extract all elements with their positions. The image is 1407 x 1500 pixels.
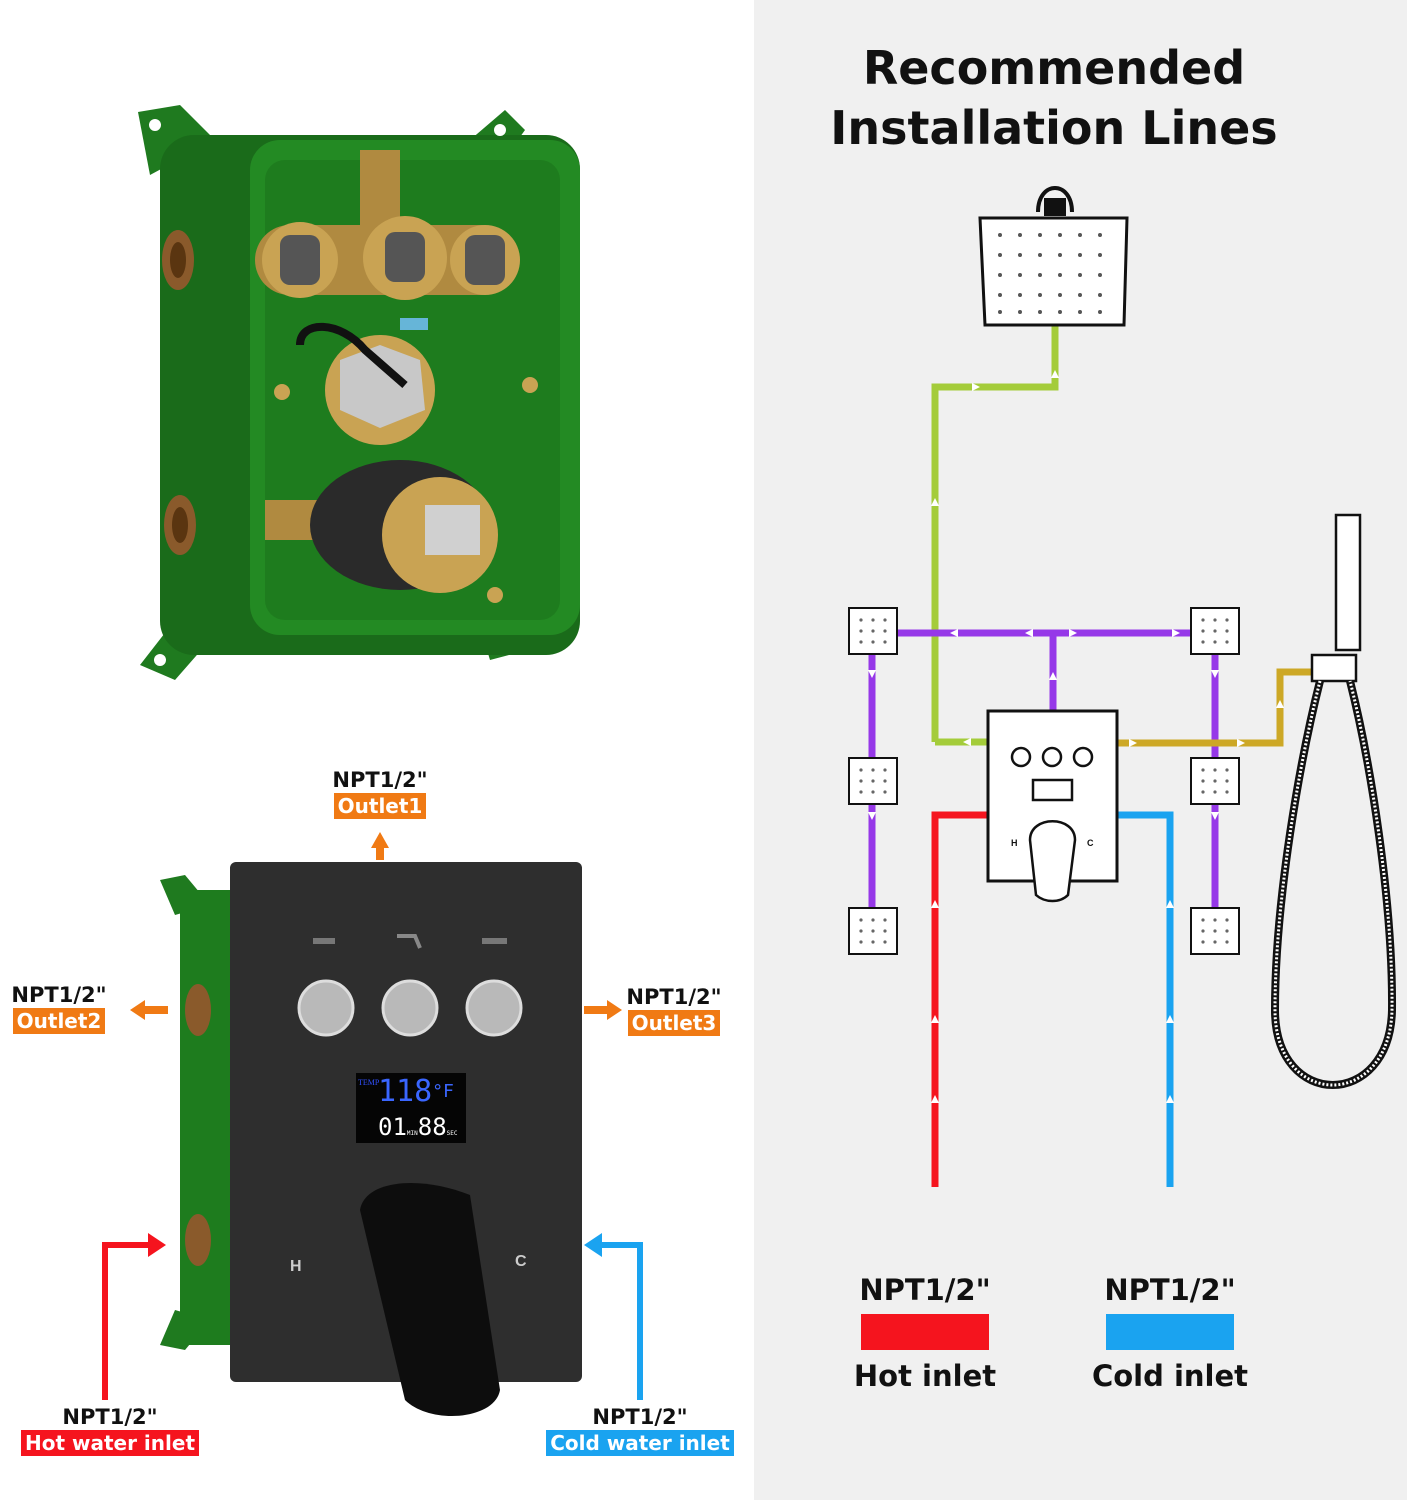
lcd-display: [356, 1073, 466, 1143]
outlet2-arrow: [130, 1000, 168, 1020]
knob-outlet1[interactable]: [381, 979, 439, 1037]
outlet2-tag: Outlet2: [12, 1008, 106, 1034]
display-time-sec: 88: [417, 1113, 447, 1141]
cold-water-arrow: [584, 1233, 602, 1257]
diagram-hot-mark: H: [1011, 838, 1018, 848]
hot-water-arrow: [148, 1233, 166, 1257]
mixer-handle[interactable]: [360, 1183, 500, 1417]
page-title: Recommended Installation Lines: [754, 38, 1354, 158]
knob-outlet3[interactable]: [465, 979, 523, 1037]
display-temperature-value: 118: [378, 1074, 433, 1109]
tub-spout-icon: [397, 934, 422, 949]
title-line2: Installation Lines: [830, 101, 1278, 155]
outlet1-arrow: [371, 832, 389, 860]
finished-valve: [102, 832, 643, 1417]
cold-inlet-tag: Cold water inlet: [546, 1430, 734, 1456]
legend-hot-label: Hot inlet: [853, 1359, 997, 1393]
title-line1: Recommended: [862, 41, 1246, 95]
hot-inlet-npt: NPT1/2": [62, 1405, 158, 1429]
outlet1-label: NPT1/2" Outlet1: [320, 767, 440, 819]
legend-cold: NPT1/2" Cold inlet: [1090, 1272, 1250, 1394]
legend-hot-npt: NPT1/2": [859, 1273, 991, 1307]
legend-cold-label: Cold inlet: [1091, 1359, 1249, 1393]
outlet1-npt: NPT1/2": [332, 768, 428, 792]
legend-cold-npt: NPT1/2": [1104, 1273, 1236, 1307]
legend-cold-swatch: [1106, 1314, 1234, 1350]
outlet1-tag: Outlet1: [333, 793, 427, 819]
display-temp-label: TEMP: [358, 1078, 380, 1087]
cold-water-line: [600, 1242, 643, 1400]
panel-hot-mark: H: [290, 1258, 302, 1275]
rain-shower-icon: [313, 938, 335, 944]
knob-outlet2[interactable]: [297, 979, 355, 1037]
hand-shower-icon: [482, 938, 507, 944]
legend-hot-swatch: [861, 1314, 989, 1350]
display-temperature-unit: °F: [432, 1081, 454, 1102]
hot-water-line: [102, 1242, 150, 1400]
outlet2-npt: NPT1/2": [11, 983, 107, 1007]
outlet3-tag: Outlet3: [627, 1010, 721, 1036]
panel-cold-mark: C: [515, 1253, 527, 1270]
display-time-min: 01: [378, 1113, 407, 1141]
outlet2-label: NPT1/2" Outlet2: [0, 982, 118, 1034]
hot-inlet-label: NPT1/2" Hot water inlet: [10, 1404, 210, 1456]
outlet3-label: NPT1/2" Outlet3: [614, 984, 734, 1036]
outlet3-npt: NPT1/2": [626, 985, 722, 1009]
display-sec-label: SEC: [446, 1130, 458, 1137]
valve-illustrations: [102, 105, 643, 1417]
cold-inlet-npt: NPT1/2": [592, 1405, 688, 1429]
cold-inlet-label: NPT1/2" Cold water inlet: [540, 1404, 740, 1456]
hot-inlet-tag: Hot water inlet: [21, 1430, 199, 1456]
legend-hot: NPT1/2" Hot inlet: [845, 1272, 1005, 1394]
outlet3-arrow: [584, 1000, 622, 1020]
rough-in-box: [138, 105, 580, 680]
diagram-cold-mark: C: [1087, 838, 1094, 848]
display-temperature: 118°F: [378, 1075, 454, 1109]
display-min-label: MIN: [406, 1130, 418, 1137]
display-time: 01MIN88SEC: [378, 1113, 458, 1148]
